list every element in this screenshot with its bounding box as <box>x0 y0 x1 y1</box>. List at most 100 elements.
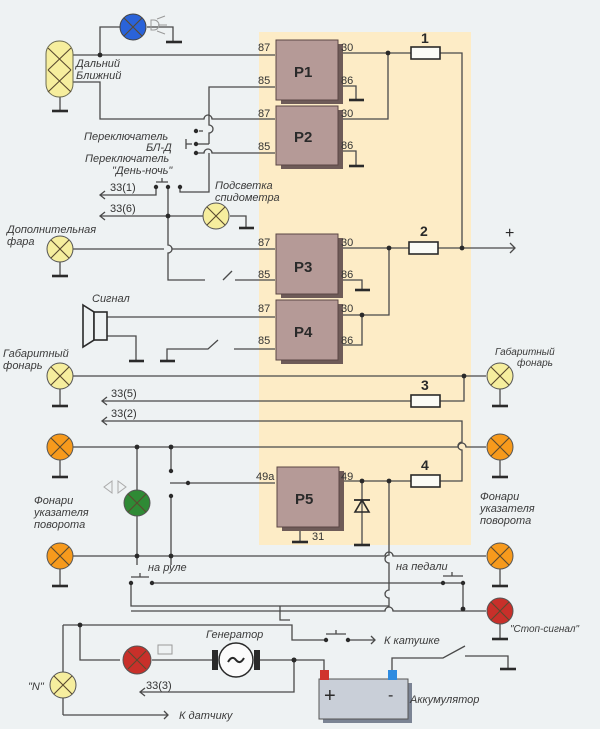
pin-p3-86: 86 <box>341 269 353 281</box>
switch-day-night[interactable] <box>156 178 168 183</box>
label-to-sensor: К датчику <box>179 710 234 722</box>
battery-plus: + <box>324 685 336 707</box>
plus-terminal-label: + <box>505 225 514 242</box>
label-parking-right-2: фонарь <box>517 357 553 369</box>
connector-33-3: 33(3) <box>146 680 172 692</box>
label-parking-left-1: Габаритный <box>3 348 69 360</box>
relay-p5-label: Р5 <box>295 491 313 508</box>
label-switch-bl-d-name: БЛ-Д <box>146 142 172 154</box>
connector-33-1: 33(1) <box>110 182 136 194</box>
parking-light-left-lamp <box>46 362 74 390</box>
label-turn-left-2: указателя <box>33 507 89 519</box>
high-beam-indicator-icon <box>119 13 167 41</box>
pin-p5-31: 31 <box>312 531 324 543</box>
label-on-wheel: на руле <box>148 562 187 574</box>
label-high-beam: Дальний <box>74 58 120 70</box>
pin-p3-87: 87 <box>258 237 270 249</box>
pin-p5-49a: 49a <box>256 471 275 483</box>
battery-icon <box>318 670 412 723</box>
label-parking-right-1: Габаритный <box>495 346 555 358</box>
turn-right-rear-lamp <box>486 542 514 570</box>
label-switch-day-night: Переключатель <box>85 153 169 165</box>
label-on-pedal: на педали <box>396 561 448 573</box>
fuse-3 <box>410 394 441 408</box>
neutral-lamp <box>49 671 77 699</box>
label-horn: Сигнал <box>92 293 130 305</box>
headlight-lamp <box>45 40 74 98</box>
pin-p2-30: 30 <box>341 108 353 120</box>
label-speedometer-light-1: Подсветка <box>215 180 273 192</box>
label-turn-right-2: указателя <box>479 503 535 515</box>
relay-p1 <box>275 39 343 104</box>
label-aux-light-1: Дополнительная <box>5 224 96 236</box>
pin-p4-30: 30 <box>341 303 353 315</box>
pin-p4-86: 86 <box>341 335 353 347</box>
label-turn-left-3: поворота <box>34 519 85 531</box>
switch-on-pedal[interactable] <box>443 572 463 577</box>
fuse-4-label: 4 <box>421 457 429 473</box>
relay-p4 <box>275 299 343 364</box>
label-switch-bl-d: Переключатель <box>84 131 168 143</box>
battery-minus: - <box>388 687 393 704</box>
connector-33-5: 33(5) <box>111 388 137 400</box>
label-switch-day-night-name: "День-ночь" <box>112 165 173 177</box>
connector-33-2: 33(2) <box>111 408 137 420</box>
switch-on-wheel[interactable] <box>131 573 149 578</box>
diode <box>353 498 371 513</box>
wires <box>62 26 516 720</box>
fuse-2 <box>408 241 439 255</box>
fuse-4 <box>410 474 441 488</box>
label-stop-signal: "Стоп-сигнал" <box>510 624 579 635</box>
pin-p2-85: 85 <box>258 141 270 153</box>
ground-symbols <box>52 40 516 671</box>
label-turn-right-1: Фонари <box>480 491 519 503</box>
turn-left-rear-lamp <box>46 542 74 570</box>
aux-light-lamp <box>46 235 74 263</box>
pin-p1-30: 30 <box>341 42 353 54</box>
label-speedometer-light-2: спидометра <box>215 192 280 204</box>
switch-bl-d[interactable] <box>185 139 192 149</box>
label-aux-light-2: фара <box>7 236 35 248</box>
relay-p2 <box>275 105 343 169</box>
speedometer-light-lamp <box>202 202 230 230</box>
pin-p1-86: 86 <box>341 75 353 87</box>
connector-33-6: 33(6) <box>110 203 136 215</box>
pin-p1-85: 85 <box>258 75 270 87</box>
turn-indicator-lamp <box>103 480 151 517</box>
junctions <box>77 50 467 663</box>
pin-p1-87: 87 <box>258 42 270 54</box>
stop-signal-lamp <box>486 597 514 625</box>
fuse-1 <box>410 46 441 60</box>
switch-ignition[interactable] <box>326 630 346 635</box>
pin-p4-87: 87 <box>258 303 270 315</box>
horn-icon <box>82 303 108 349</box>
label-neutral: "N" <box>28 681 45 693</box>
pin-p4-85: 85 <box>258 335 270 347</box>
label-turn-right-3: поворота <box>480 515 531 527</box>
relay-p1-label: Р1 <box>294 64 312 81</box>
turn-left-front-lamp <box>46 433 74 461</box>
fuse-1-label: 1 <box>421 30 429 46</box>
label-generator: Генератор <box>206 629 263 641</box>
label-parking-left-2: фонарь <box>3 360 43 372</box>
pin-p3-30: 30 <box>341 237 353 249</box>
relay-p2-label: Р2 <box>294 129 312 146</box>
label-turn-left-1: Фонари <box>34 495 73 507</box>
relay-p3-label: Р3 <box>294 259 312 276</box>
generator-icon <box>212 642 260 678</box>
turn-right-front-lamp <box>486 433 514 461</box>
pin-p3-85: 85 <box>258 269 270 281</box>
label-low-beam: Ближний <box>76 70 121 82</box>
pin-p5-49: 49 <box>341 471 353 483</box>
label-to-coil: К катушке <box>384 635 440 647</box>
relay-p5 <box>276 466 344 531</box>
relay-p4-label: Р4 <box>294 324 313 341</box>
pin-p2-86: 86 <box>341 140 353 152</box>
pin-p2-87: 87 <box>258 108 270 120</box>
fuse-2-label: 2 <box>420 223 428 239</box>
relay-p3 <box>275 233 343 298</box>
parking-light-right-lamp <box>486 362 514 390</box>
fuse-3-label: 3 <box>421 377 429 393</box>
connector-arrows <box>98 190 108 426</box>
